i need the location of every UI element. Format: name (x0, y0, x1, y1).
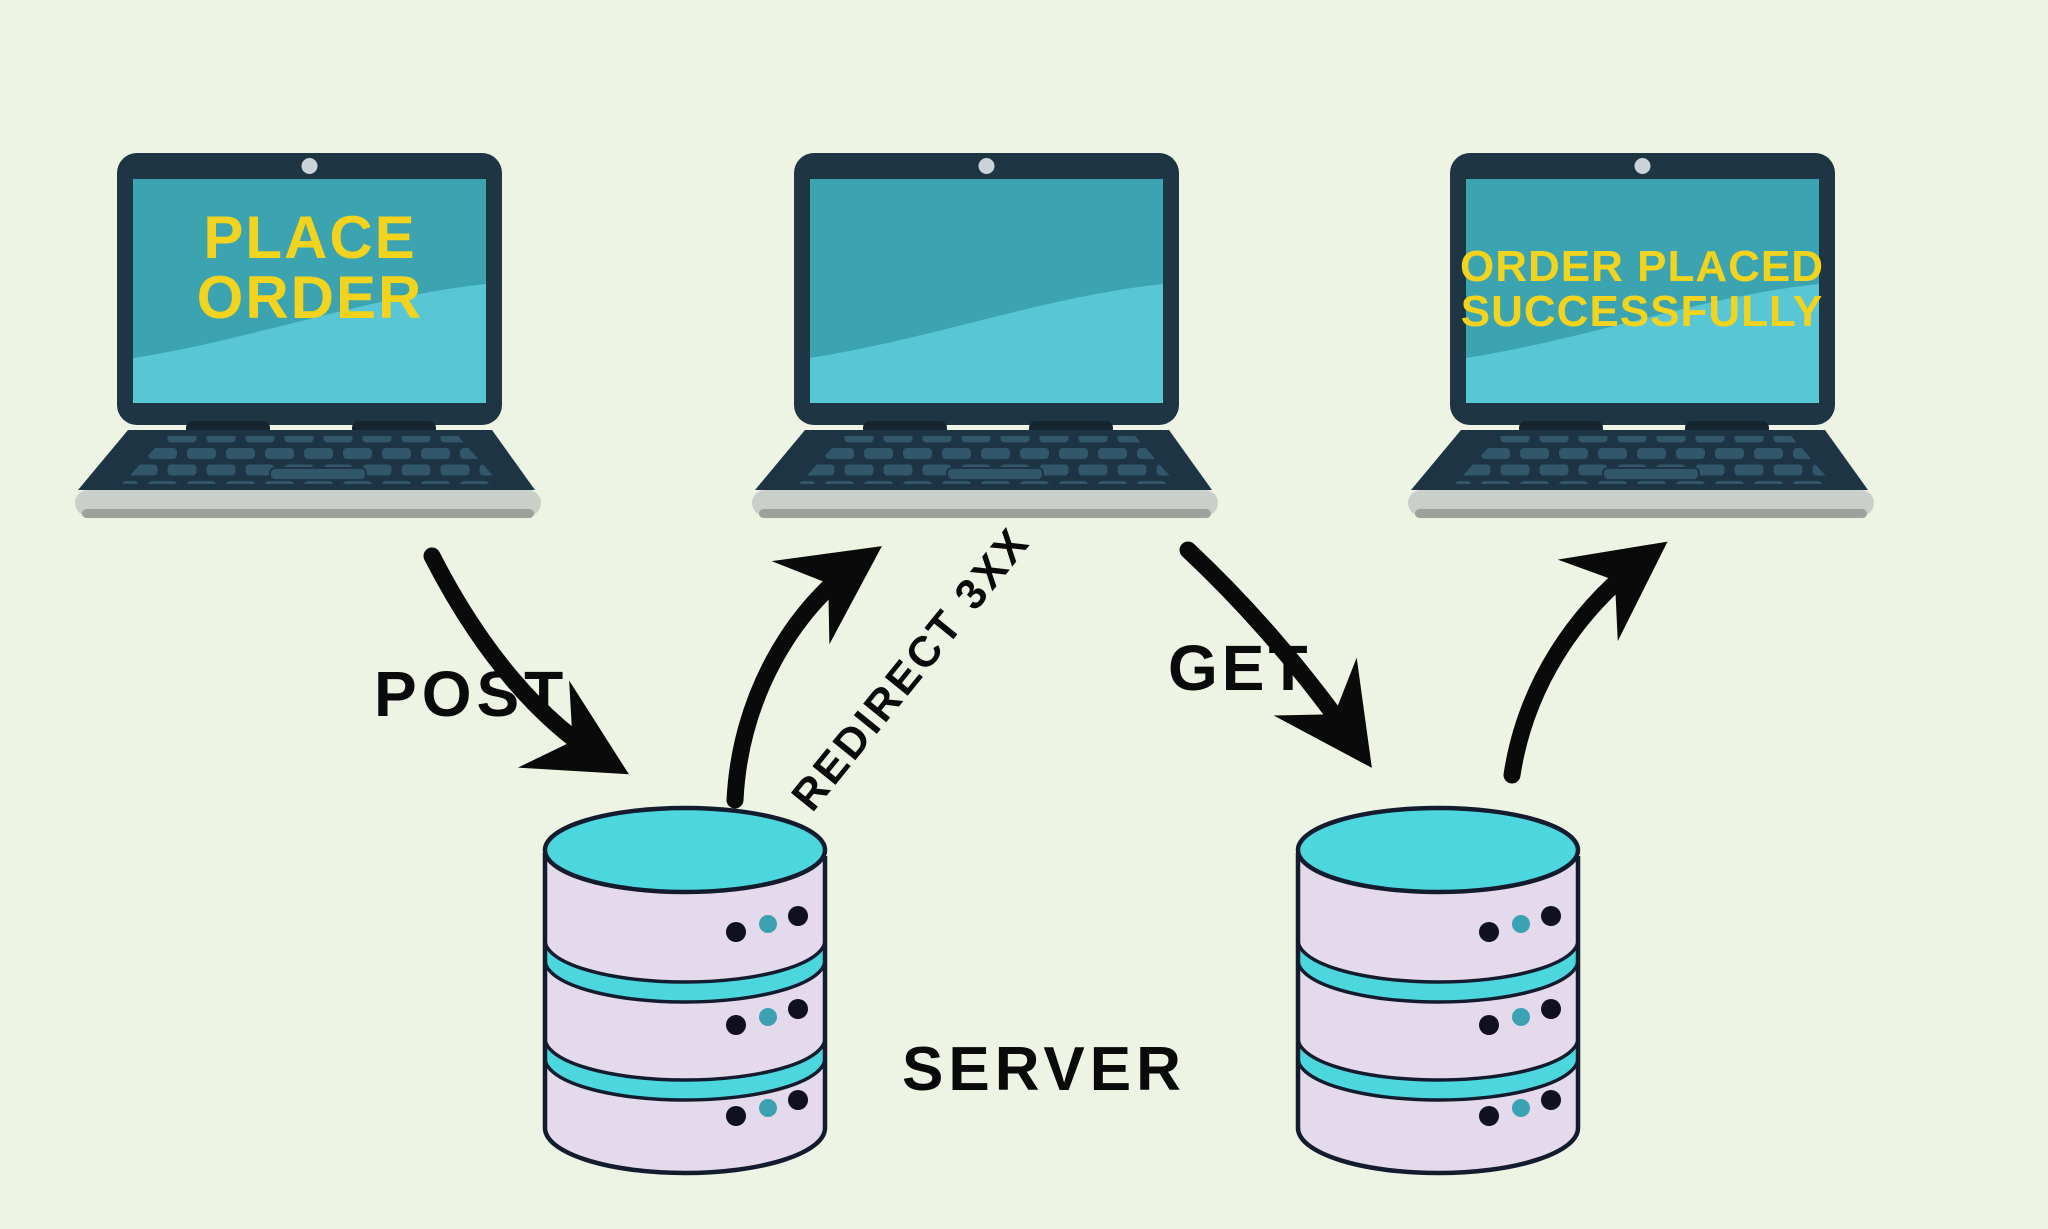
get-label: GET (1168, 632, 1312, 704)
redirect-arrow (726, 546, 882, 809)
server-database-right (1298, 808, 1578, 1173)
get-arrow (1179, 541, 1372, 768)
screen-text-order-placed: ORDER PLACED (1460, 242, 1824, 291)
laptop-client-redirect (751, 152, 1219, 519)
post-arrow (423, 547, 629, 775)
screen-text-order: ORDER (197, 264, 424, 331)
post-label: POST (374, 658, 568, 730)
server-database-left (545, 808, 825, 1173)
server-label: SERVER (902, 1035, 1186, 1104)
response-arrow (1503, 541, 1668, 784)
redirect-label: REDIRECT 3XX (783, 518, 1040, 819)
screen-text-place: PLACE (203, 204, 416, 271)
screen-text-successfully: SUCCESSFULLY (1461, 287, 1823, 336)
